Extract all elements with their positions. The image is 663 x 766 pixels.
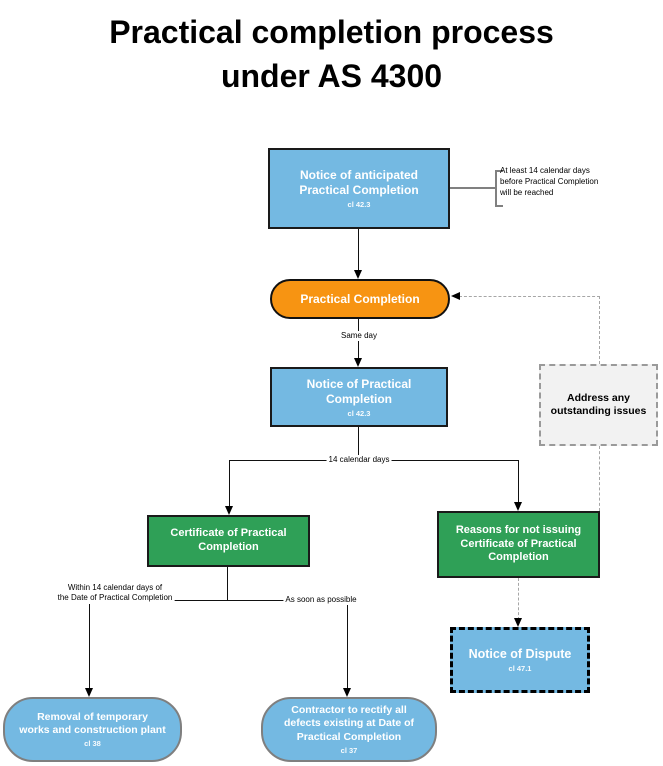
connector-notice-to-junction [358, 427, 359, 461]
arrowhead-into-dispute [514, 618, 522, 627]
annotation-bracket-tick-top [495, 170, 503, 172]
node-title: Removal of temporary works and construct… [19, 710, 166, 736]
arrowhead-into-removal [85, 688, 93, 697]
node-title: Reasons for not issuing Certificate of P… [455, 523, 582, 564]
clause-ref: cl 37 [340, 745, 358, 755]
annotation-bracket-vertical [495, 170, 497, 207]
arrowhead-into-certificate [225, 506, 233, 515]
node-title: Address any outstanding issues [550, 391, 647, 417]
arrowhead-into-notice [354, 358, 362, 367]
annotation-text: At least 14 calendar days before Practic… [500, 166, 599, 197]
arrowhead-into-reasons [514, 502, 522, 511]
dashed-reasons-to-address [599, 446, 600, 511]
edge-label-14-days: 14 calendar days [326, 455, 392, 466]
connector-junction-to-certificate [229, 460, 230, 507]
clause-ref: cl 47.1 [508, 664, 532, 674]
connector-to-rectify [347, 600, 348, 689]
outcome-horizontal-line [89, 600, 348, 601]
arrowhead-into-pc [354, 270, 362, 279]
connector-anticipated-to-pc [358, 229, 359, 272]
dashed-loop-upper-vertical [599, 296, 600, 364]
node-title: Notice of anticipated Practical Completi… [299, 168, 419, 197]
node-removal-temporary-works: Removal of temporary works and construct… [3, 697, 182, 762]
clause-ref: cl 42.3 [347, 408, 371, 418]
node-title: Notice of Dispute [468, 646, 572, 661]
arrowhead-into-rectify [343, 688, 351, 697]
node-title: Contractor to rectify all defects existi… [283, 704, 415, 743]
node-title: Practical Completion [300, 291, 420, 306]
node-notice-of-dispute: Notice of Dispute cl 47.1 [450, 627, 590, 693]
page-title: Practical completion process under AS 43… [109, 14, 554, 95]
arrowhead-loop-into-pc [451, 292, 460, 300]
dashed-reasons-to-dispute [518, 578, 519, 620]
connector-to-removal [89, 600, 90, 689]
edge-label-within-14: Within 14 calendar days of the Date of P… [55, 583, 175, 604]
clause-ref: cl 42.3 [347, 200, 371, 209]
connector-junction-to-reasons [518, 460, 519, 503]
node-title: Notice of Practical Completion [306, 376, 412, 406]
node-certificate-pc: Certificate of Practical Completion [147, 515, 310, 567]
node-notice-pc: Notice of Practical Completion cl 42.3 [270, 367, 448, 427]
edge-label-same-day: Same day [338, 331, 380, 342]
node-contractor-rectify: Contractor to rectify all defects existi… [261, 697, 437, 762]
node-practical-completion: Practical Completion [270, 279, 450, 319]
edge-label-asap: As soon as possible [283, 595, 359, 606]
node-title: Certificate of Practical Completion [170, 527, 287, 553]
clause-ref: cl 38 [84, 739, 101, 749]
node-reasons-not-issuing: Reasons for not issuing Certificate of P… [437, 511, 600, 578]
node-notice-anticipated-pc: Notice of anticipated Practical Completi… [268, 148, 450, 229]
node-address-issues: Address any outstanding issues [539, 364, 658, 446]
connector-certificate-to-junction [227, 567, 228, 601]
annotation-connector-line [450, 187, 497, 189]
annotation-bracket-tick-bottom [495, 205, 503, 207]
dashed-loop-horizontal [459, 296, 600, 297]
